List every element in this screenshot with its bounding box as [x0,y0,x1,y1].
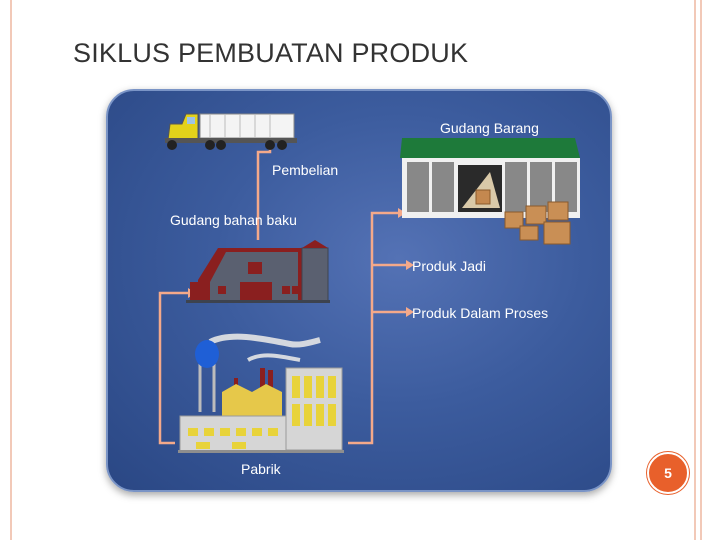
boxes-icon [475,189,571,245]
label-produk-jadi: Produk Jadi [412,258,486,274]
slide-border-right-outer [700,0,702,540]
arrowhead-produk-jadi [406,260,414,270]
slide-title: SIKLUS PEMBUATAN PRODUK [73,38,469,68]
arrowhead-produk-proses [406,307,414,317]
connector-factory-to-raw [158,291,188,445]
warehouse-icon [400,138,580,218]
slide-border-right-inner [694,0,696,540]
factory-icon [178,333,344,453]
label-gudang-barang: Gudang Barang [440,120,539,136]
connector-produk-jadi [348,211,400,445]
label-pembelian: Pembelian [272,162,339,178]
label-pabrik: Pabrik [241,461,281,477]
label-gudang-bahan-baku: Gudang bahan baku [170,212,297,228]
factory-windows [292,376,336,426]
warehouse-doors [407,162,577,212]
label-produk-dalam-proses: Produk Dalam Proses [412,305,549,321]
page-number-badge: 5 [647,452,689,494]
raw-material-warehouse-icon [186,240,330,303]
slide-border-left [10,0,12,540]
factory-lower-windows [188,428,278,449]
truck-icon [165,113,297,150]
